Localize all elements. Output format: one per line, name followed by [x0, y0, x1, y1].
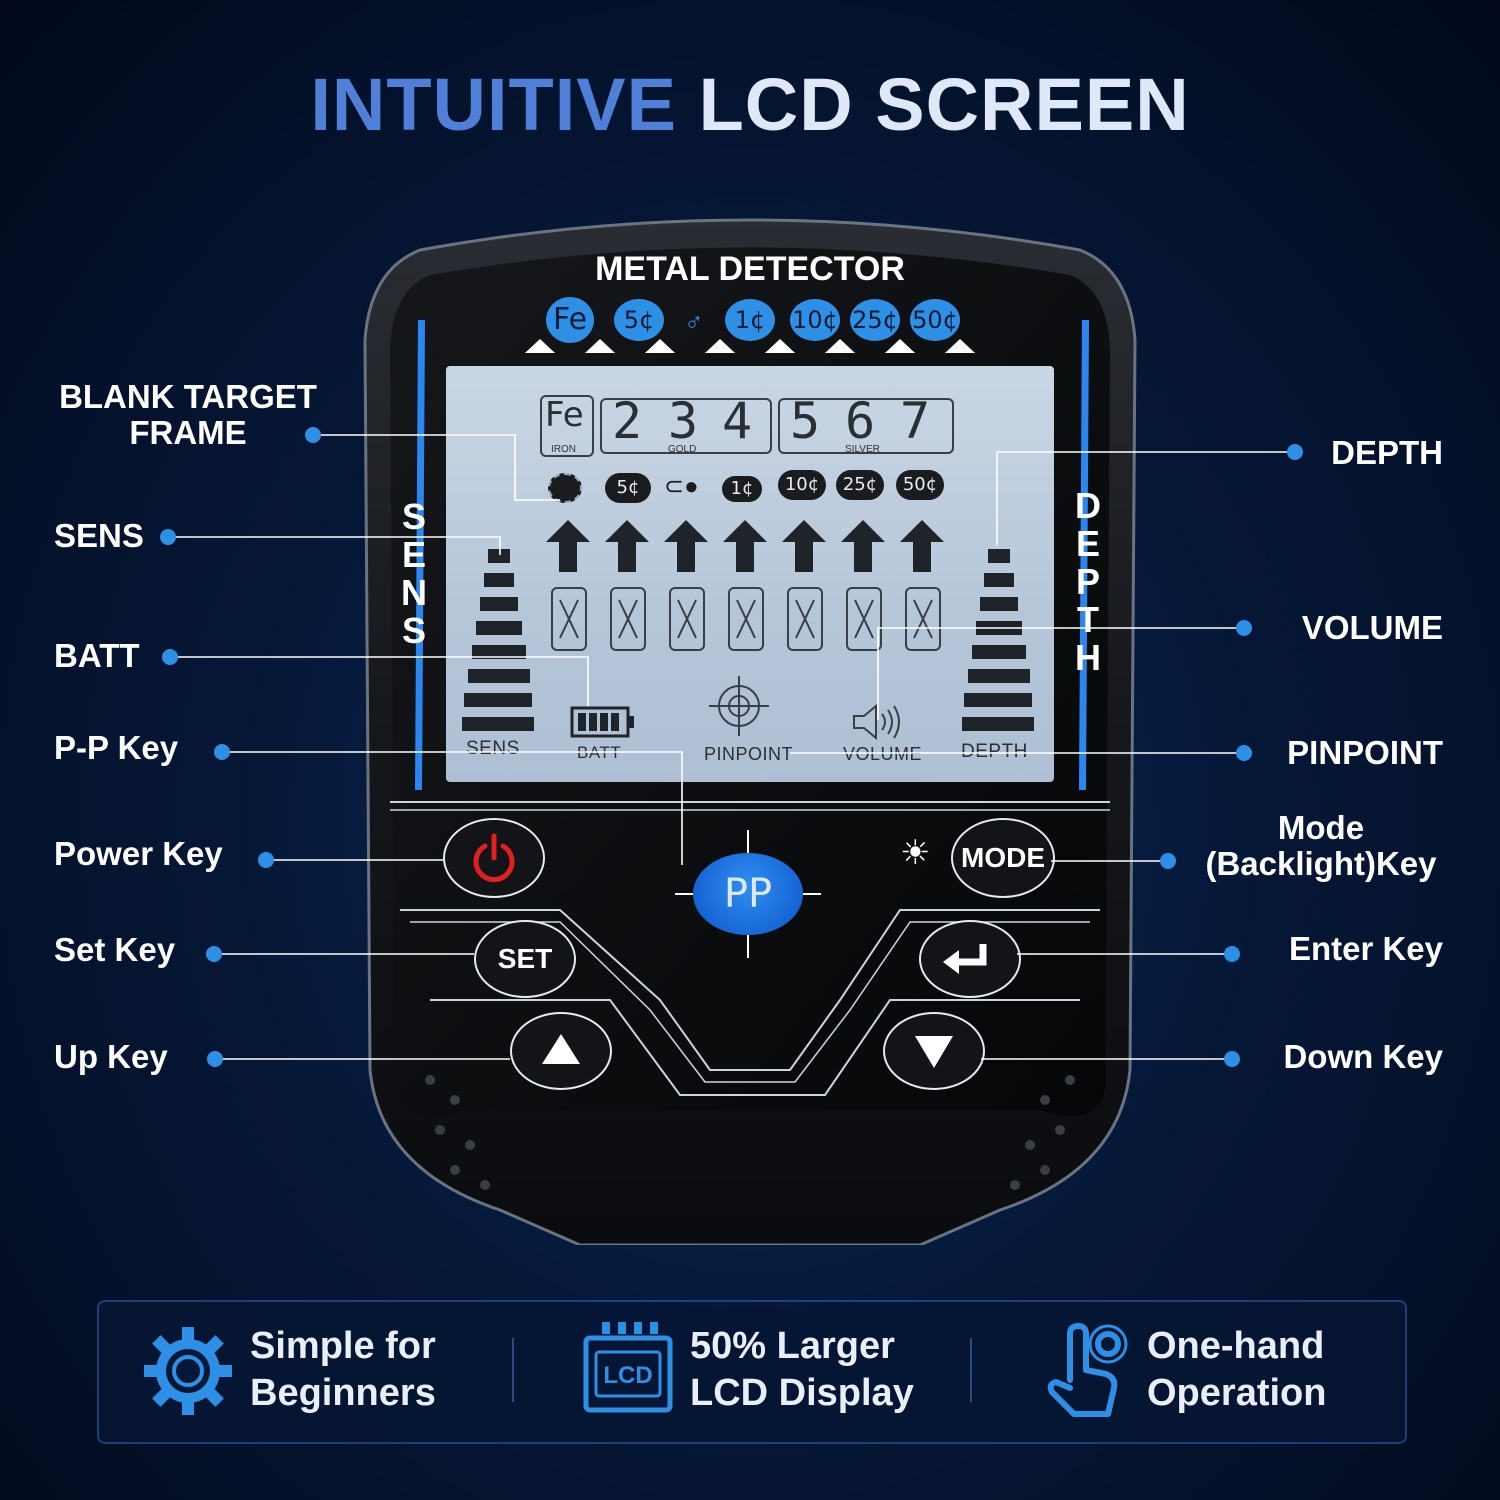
- gold-digit-1: 2: [612, 392, 643, 450]
- callout-dot: [206, 946, 222, 962]
- top-target-50c: 50¢: [910, 299, 960, 341]
- hand-touch-icon: [1047, 1323, 1128, 1417]
- lcd-gold-label: GOLD: [668, 444, 697, 455]
- callout-power-key: Power Key: [54, 835, 223, 872]
- page-title: INTUITIVE LCD SCREEN: [310, 63, 1190, 146]
- lcd-coin-50c: 50¢: [896, 470, 944, 500]
- top-target-fe: Fe: [546, 297, 594, 343]
- lcd-silver-label: SILVER: [845, 444, 880, 455]
- gear-icon: [144, 1327, 232, 1415]
- lcd-sens-label: SENS: [466, 738, 520, 759]
- callout-dot: [1236, 620, 1252, 636]
- lcd-coin-1c: 1¢: [722, 476, 762, 502]
- down-triangle-icon: [915, 1036, 953, 1068]
- power-icon: [473, 833, 515, 883]
- callout-leader-lines: [0, 0, 1500, 1300]
- feature-bar: [97, 1300, 1407, 1444]
- callout-dot: [1224, 946, 1240, 962]
- pinpoint-crosshair-icon: [709, 676, 769, 736]
- gold-frame: [600, 398, 772, 454]
- up-button[interactable]: [510, 1012, 612, 1090]
- target-pointer-triangles: [525, 339, 975, 353]
- set-button[interactable]: SET: [474, 920, 576, 998]
- callout-sens: SENS: [54, 517, 144, 554]
- silver-digit-1: 5: [790, 392, 821, 450]
- up-triangle-icon: [542, 1034, 580, 1064]
- silver-digit-3: 7: [900, 392, 931, 450]
- top-target-25c: 25¢: [850, 299, 900, 341]
- top-target-5c: 5¢: [614, 299, 664, 341]
- lcd-icon: [583, 1322, 673, 1413]
- lcd-coin-5c: 5¢: [605, 473, 651, 503]
- lcd-icon-text: LCD: [603, 1362, 653, 1389]
- fe-frame: [540, 395, 594, 457]
- mode-button[interactable]: MODE: [951, 818, 1055, 898]
- callout-up-key: Up Key: [54, 1038, 168, 1075]
- callout-down-key: Down Key: [1283, 1038, 1443, 1075]
- target-arrows-and-slots: [546, 520, 944, 651]
- gold-digit-2: 3: [668, 392, 699, 450]
- lcd-depth-label: DEPTH: [961, 741, 1028, 762]
- silver-digit-2: 6: [845, 392, 876, 450]
- volume-speaker-icon: [853, 703, 900, 741]
- lcd-coin-10c: 10¢: [778, 470, 826, 500]
- callout-dot: [1160, 853, 1176, 869]
- callout-dot: [160, 529, 176, 545]
- lcd-coin-25c: 25¢: [836, 470, 884, 500]
- lcd-pinpoint-label: PINPOINT: [704, 744, 794, 764]
- callout-dot: [1224, 1051, 1240, 1067]
- callout-dot: [214, 744, 230, 760]
- enter-arrow-icon: [943, 944, 987, 974]
- callout-dot: [1287, 444, 1303, 460]
- battery-icon: [570, 706, 634, 738]
- silver-frame: [778, 398, 954, 454]
- callout-set-key: Set Key: [54, 931, 176, 968]
- top-target-10c: 10¢: [790, 299, 840, 341]
- lcd-fe-label: Fe: [545, 395, 584, 435]
- callout-dot: [1236, 745, 1252, 761]
- down-button[interactable]: [883, 1012, 985, 1090]
- enter-button[interactable]: [919, 920, 1021, 998]
- gold-digit-3: 4: [722, 392, 753, 450]
- feature-separator: [970, 1338, 972, 1402]
- callout-batt: BATT: [54, 637, 140, 674]
- lcd-iron-label: IRON: [551, 444, 576, 455]
- power-button[interactable]: [443, 818, 545, 898]
- backlight-bulb-icon: ☀: [900, 834, 931, 872]
- bottle-cap-icon: [548, 473, 582, 503]
- top-target-1c: 1¢: [725, 299, 775, 341]
- callout-enter-key: Enter Key: [1288, 930, 1443, 967]
- pp-crosshair: [675, 830, 821, 958]
- callout-pinpoint: PINPOINT: [1287, 734, 1443, 771]
- pinpoint-button[interactable]: PP: [693, 853, 803, 935]
- lcd-volume-label: VOLUME: [843, 744, 923, 764]
- sens-level-bars: [462, 549, 534, 731]
- callout-dot: [162, 649, 178, 665]
- device-brand-label: METAL DETECTOR: [595, 250, 905, 288]
- callout-volume: VOLUME: [1301, 609, 1443, 646]
- callout-pp-key: P-P Key: [54, 729, 179, 766]
- pull-tab-icon: ♂: [684, 307, 704, 337]
- callout-mode-key: Mode(Backlight)Key: [1205, 809, 1437, 882]
- callout-dot: [305, 427, 321, 443]
- ring-icon: ⊂●: [664, 473, 699, 500]
- callout-depth: DEPTH: [1331, 434, 1443, 471]
- callout-dot: [258, 852, 274, 868]
- feature-separator: [512, 1338, 514, 1402]
- callout-dot: [207, 1051, 223, 1067]
